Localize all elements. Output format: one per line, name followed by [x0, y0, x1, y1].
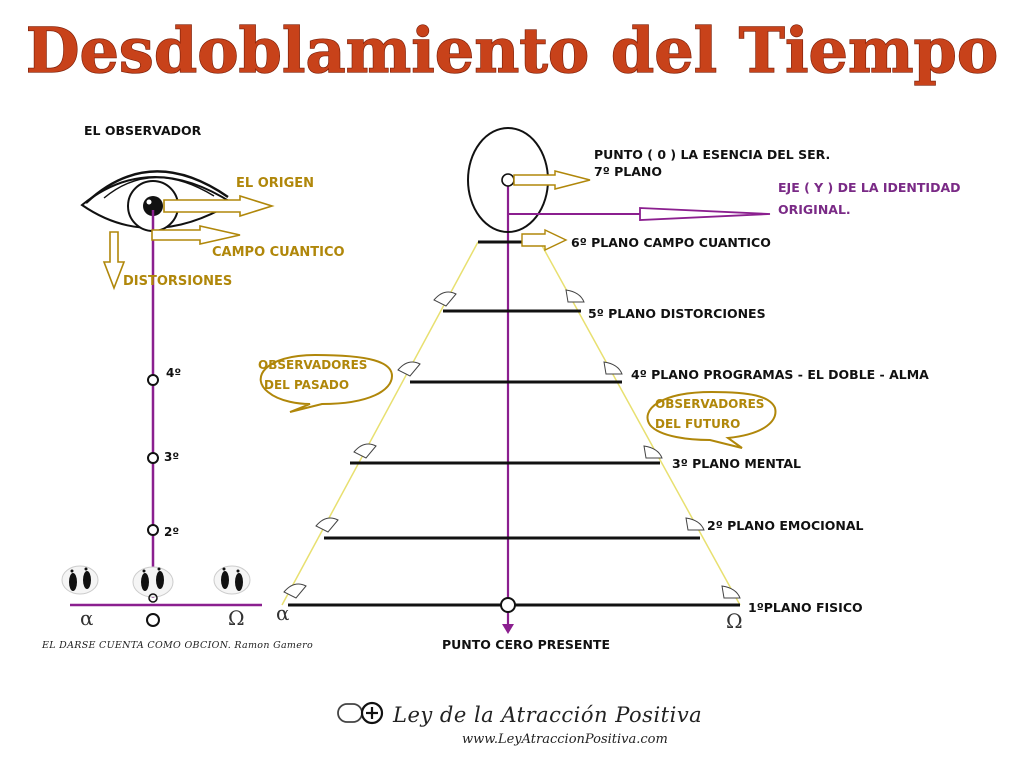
identity-axis-arrow-icon: [508, 207, 771, 221]
footprints-icon-right: [213, 565, 251, 595]
page-title: Desdoblamiento del Tiempo: [26, 14, 999, 87]
observer-present-marker: [146, 613, 160, 627]
level-4-label: 4º: [166, 366, 181, 380]
present-label: PUNTO CERO PRESENTE: [442, 637, 610, 652]
brand-logo-icon: [337, 701, 384, 725]
observer-eye-icon-2-right: [685, 517, 705, 531]
observer-heading: EL OBSERVADOR: [84, 123, 202, 138]
level-3-marker: [147, 452, 159, 464]
footer-brand: Ley de la Atracción Positiva: [392, 703, 702, 727]
plane-3-label: 3º PLANO MENTAL: [672, 456, 801, 471]
point-zero-label: PUNTO ( 0 ) LA ESENCIA DEL SER.: [594, 147, 830, 162]
pyramid-omega: Ω: [726, 609, 743, 633]
level-2-marker: [147, 524, 159, 536]
footer-url: www.LeyAtraccionPositiva.com: [462, 732, 668, 747]
observer-eye-icon-1-right: [721, 585, 741, 599]
essence-arrow-icon: [513, 170, 591, 190]
observer-eye-icon-4-right: [603, 361, 623, 375]
seventh-plane-label: 7º PLANO: [594, 164, 662, 179]
plane-5-label: 5º PLANO DISTORCIONES: [588, 306, 766, 321]
identity-axis-label-2: ORIGINAL.: [778, 202, 851, 217]
observer-eye-icon-5-left: [433, 291, 457, 307]
past-observers-label-1: OBSERVADORES: [258, 358, 367, 372]
footprints-icon-left: [61, 565, 99, 595]
future-observers-label-2: DEL FUTURO: [655, 417, 740, 431]
level-3-label: 3º: [164, 450, 179, 464]
quantum-field-label: CAMPO CUANTICO: [212, 245, 345, 260]
plane-1-label: 1ºPLANO FISICO: [748, 600, 863, 615]
observer-present-dot: [148, 593, 158, 603]
future-observers-label-1: OBSERVADORES: [655, 397, 764, 411]
observer-caption: EL DARSE CUENTA COMO OBCION. Ramon Gamer…: [41, 640, 313, 651]
observer-eye-icon-4-left: [397, 361, 421, 377]
present-point-marker: [500, 597, 516, 613]
origin-arrow-icon: [163, 194, 275, 218]
past-observers-bubble: OBSERVADORES DEL PASADO: [258, 353, 394, 413]
plane-6-arrow-icon: [521, 228, 568, 252]
axis-arrow-down-icon: [502, 624, 514, 634]
observer-eye-icon-5-right: [565, 289, 585, 303]
future-observers-bubble: OBSERVADORES DEL FUTURO: [646, 390, 777, 449]
plane-2-label: 2º PLANO EMOCIONAL: [707, 518, 864, 533]
distortions-arrow-icon: [102, 231, 126, 291]
observer-eye-icon-1-left: [283, 583, 307, 599]
level-4-marker: [147, 374, 159, 386]
observer-omega: Ω: [228, 606, 245, 630]
observer-eye-icon-2-left: [315, 517, 339, 533]
level-2-label: 2º: [164, 525, 179, 539]
essence-point-marker: [501, 173, 515, 187]
distortions-label: DISTORSIONES: [123, 274, 232, 289]
observer-eye-icon-3-left: [353, 443, 377, 459]
origin-label: EL ORIGEN: [236, 176, 314, 191]
plane-4-label: 4º PLANO PROGRAMAS - EL DOBLE - ALMA: [631, 367, 929, 382]
past-observers-label-2: DEL PASADO: [264, 378, 349, 392]
plane-6-label: 6º PLANO CAMPO CUANTICO: [571, 235, 771, 250]
observer-alpha: α: [80, 606, 94, 630]
observer-eye-icon-3-right: [643, 445, 663, 459]
pyramid-alpha: α: [276, 601, 290, 625]
identity-axis-label-1: EJE ( Y ) DE LA IDENTIDAD: [778, 180, 961, 195]
quantum-field-arrow-icon: [151, 225, 241, 245]
footprints-icon-center: [132, 566, 174, 598]
